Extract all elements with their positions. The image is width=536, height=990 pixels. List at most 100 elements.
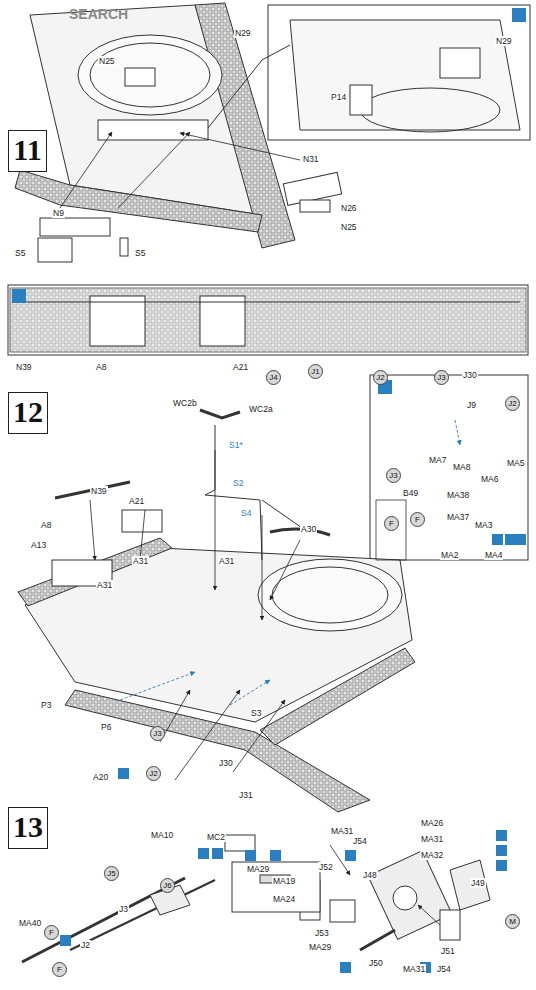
part-number: MA29 xyxy=(308,942,332,952)
part-number: A21 xyxy=(128,496,145,506)
part-number: A31 xyxy=(132,556,149,566)
part-tree-circle: J4 xyxy=(266,370,281,385)
part-number: J48 xyxy=(362,870,378,880)
part-number: WC2a xyxy=(248,404,274,414)
part-number: MA7 xyxy=(428,455,447,465)
part-tree-circle: J2 xyxy=(373,370,388,385)
part-number: A31 xyxy=(218,556,235,566)
part-number: P6 xyxy=(100,722,112,732)
part-number: MA2 xyxy=(440,550,459,560)
part-number: MA10 xyxy=(150,830,174,840)
part-number: MA24 xyxy=(272,894,296,904)
part-number: S5 xyxy=(134,248,146,258)
part-number: J51 xyxy=(440,946,456,956)
part-number: N9 xyxy=(52,208,65,218)
part-tree-letter: J2 xyxy=(376,373,384,382)
part-number: MA40 xyxy=(18,918,42,928)
step-number-box: 12 xyxy=(8,392,48,434)
part-tree-circle: J1 xyxy=(308,364,323,379)
part-number: MC2 xyxy=(206,832,226,842)
part-tree-circle: J3 xyxy=(150,726,165,741)
part-tree-letter: M xyxy=(509,917,516,926)
part-number: N29 xyxy=(234,28,252,38)
part-number: MA19 xyxy=(272,876,296,886)
part-number: J9 xyxy=(466,400,477,410)
part-number: A21 xyxy=(232,362,249,372)
part-number: MA29 xyxy=(246,864,270,874)
step-number-box: 11 xyxy=(8,130,47,172)
part-number: A8 xyxy=(40,520,52,530)
part-number: MA8 xyxy=(452,462,471,472)
part-number: S4 xyxy=(240,508,252,518)
part-number: J54 xyxy=(436,964,452,974)
part-tree-letter: J6 xyxy=(163,881,171,890)
step-number: 12 xyxy=(13,395,43,428)
part-number: N39 xyxy=(90,486,108,496)
part-number: P14 xyxy=(330,92,347,102)
part-number: MA32 xyxy=(420,850,444,860)
part-tree-circle: J3 xyxy=(386,468,401,483)
part-tree-letter: J3 xyxy=(437,373,445,382)
part-tree-letter: J3 xyxy=(389,471,397,480)
part-number: N25 xyxy=(98,56,116,66)
part-tree-circle: F xyxy=(44,925,59,940)
step-number-box: 13 xyxy=(8,807,48,849)
part-number: MA38 xyxy=(446,490,470,500)
part-number: N39 xyxy=(15,362,33,372)
part-tree-circle: M xyxy=(505,914,520,929)
part-number: J30 xyxy=(462,370,478,380)
part-tree-circle: F xyxy=(384,516,399,531)
watermark: SEARCH xyxy=(68,6,129,22)
part-number: J50 xyxy=(368,958,384,968)
step-number: 13 xyxy=(13,810,43,843)
part-tree-letter: J2 xyxy=(149,769,157,778)
part-tree-letter: J4 xyxy=(269,373,277,382)
part-number: MA3 xyxy=(474,520,493,530)
part-tree-circle: J5 xyxy=(104,866,119,881)
part-number: J3 xyxy=(118,904,129,914)
part-number: J2 xyxy=(80,940,91,950)
part-number: MA4 xyxy=(484,550,503,560)
part-number: N29 xyxy=(495,36,513,46)
part-number: MA37 xyxy=(446,512,470,522)
part-tree-letter: J2 xyxy=(508,399,516,408)
part-tree-circle: F xyxy=(410,512,425,527)
part-tree-circle: J2 xyxy=(505,396,520,411)
part-number: MA26 xyxy=(420,818,444,828)
part-number: S2 xyxy=(232,478,244,488)
part-number: J53 xyxy=(314,928,330,938)
part-tree-circle: J3 xyxy=(434,370,449,385)
part-number: S5 xyxy=(14,248,26,258)
part-number: A31 xyxy=(96,580,113,590)
part-number: N26 xyxy=(340,203,358,213)
part-number: J49 xyxy=(470,878,486,888)
part-tree-letter: F xyxy=(57,965,62,974)
part-tree-circle: J6 xyxy=(160,878,175,893)
part-number: MA6 xyxy=(480,474,499,484)
part-tree-letter: J3 xyxy=(153,729,161,738)
part-tree-circle: F xyxy=(52,962,67,977)
part-number: S1* xyxy=(228,440,244,450)
part-number: J31 xyxy=(238,790,254,800)
part-number: J30 xyxy=(218,758,234,768)
part-number: MA5 xyxy=(506,458,525,468)
part-number: J54 xyxy=(352,836,368,846)
part-number: B49 xyxy=(402,488,419,498)
part-number: MA31 xyxy=(420,834,444,844)
part-number: A13 xyxy=(30,540,47,550)
step-number: 11 xyxy=(13,133,41,166)
part-number: N25 xyxy=(340,222,358,232)
part-tree-letter: F xyxy=(415,515,420,524)
part-tree-letter: F xyxy=(49,928,54,937)
part-number: WC2b xyxy=(172,398,198,408)
part-number: N31 xyxy=(302,154,320,164)
part-number: S3 xyxy=(250,708,262,718)
part-number: J52 xyxy=(318,862,334,872)
part-number: MA31 xyxy=(402,964,426,974)
part-number: A20 xyxy=(92,772,109,782)
part-number: P3 xyxy=(40,700,52,710)
part-number: MA31 xyxy=(330,826,354,836)
part-tree-letter: F xyxy=(389,519,394,528)
part-tree-letter: J5 xyxy=(107,869,115,878)
part-number: A8 xyxy=(95,362,107,372)
